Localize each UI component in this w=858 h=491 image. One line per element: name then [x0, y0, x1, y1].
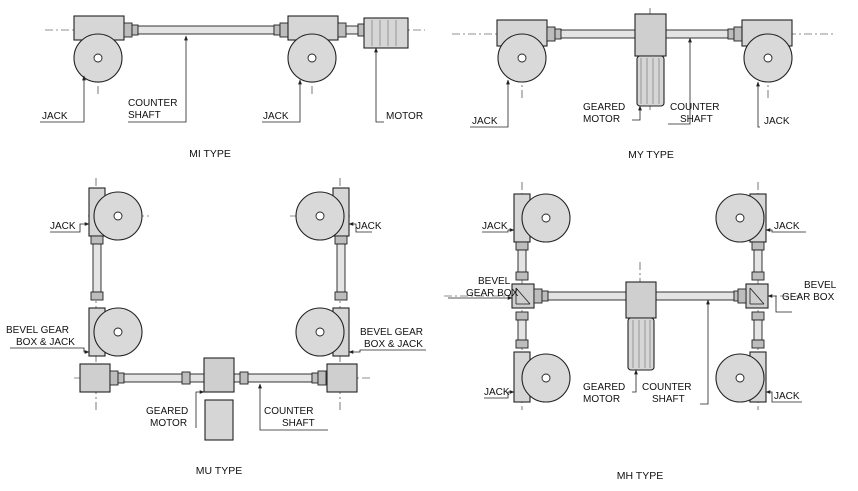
label-bevel-left-1: BEVEL — [478, 276, 511, 287]
jack-right — [287, 15, 339, 83]
label-jack-top-right: JACK — [774, 221, 800, 232]
label-counter-shaft-1: COUNTER — [128, 98, 177, 109]
jack-left — [496, 19, 548, 83]
caption-mh-type: MH TYPE — [617, 470, 663, 482]
label-geared-motor-2: MOTOR — [583, 394, 620, 405]
label-jack-bottom-left: JACK — [484, 387, 510, 398]
label-bevel-left-2: BOX & JACK — [16, 337, 75, 348]
label-jack-left: JACK — [50, 221, 76, 232]
caption-mu-type: MU TYPE — [196, 465, 242, 477]
jack-right — [741, 19, 793, 83]
label-jack-left: JACK — [42, 111, 68, 122]
label-counter-shaft-2: SHAFT — [128, 110, 161, 121]
label-geared-motor-2: MOTOR — [583, 114, 620, 125]
mi-type-diagram: JACK COUNTER SHAFT JACK MOTOR MI TYPE — [40, 15, 425, 160]
label-geared-motor-1: GEARED — [583, 102, 625, 113]
label-jack-right: JACK — [764, 116, 790, 127]
caption-my-type: MY TYPE — [628, 149, 674, 161]
my-type-diagram: JACK GEARED MOTOR COUNTER SHAFT JACK MY … — [452, 8, 835, 161]
label-bevel-right-2: BOX & JACK — [364, 339, 423, 350]
bevel-jack-left — [88, 307, 143, 357]
label-motor: MOTOR — [386, 111, 423, 122]
label-bevel-left-1: BEVEL GEAR — [6, 325, 69, 336]
label-counter-shaft-1: COUNTER — [670, 102, 719, 113]
label-counter-shaft-1: COUNTER — [264, 406, 313, 417]
label-geared-motor-2: MOTOR — [150, 418, 187, 429]
bevel-gear-box-left — [511, 283, 535, 309]
jack-top-right — [715, 193, 767, 243]
geared-motor — [625, 281, 657, 371]
label-counter-shaft-2: SHAFT — [680, 114, 713, 125]
geared-motor — [634, 13, 667, 107]
label-geared-motor-1: GEARED — [146, 406, 188, 417]
label-jack-top-left: JACK — [482, 221, 508, 232]
geared-motor — [203, 357, 235, 441]
label-bevel-left-2: GEAR BOX — [466, 288, 519, 299]
motor — [337, 17, 409, 49]
jack-top-left — [88, 187, 143, 241]
label-bevel-right-1: BEVEL — [804, 280, 837, 291]
label-bevel-right-2: GEAR BOX — [782, 292, 835, 303]
jack-left — [73, 15, 125, 83]
label-counter-shaft-1: COUNTER — [642, 382, 691, 393]
label-jack-left: JACK — [472, 116, 498, 127]
label-jack-bottom-right: JACK — [774, 391, 800, 402]
jack-top-right — [295, 187, 350, 241]
label-counter-shaft-2: SHAFT — [652, 394, 685, 405]
counter-shaft — [123, 22, 289, 38]
bevel-jack-right — [295, 307, 350, 357]
jack-bottom-right — [715, 351, 767, 403]
mh-type-diagram: JACK JACK BEVEL GEAR BOX BEVEL GEAR BOX … — [444, 182, 837, 482]
jack-top-left — [513, 193, 571, 243]
counter-shaft — [546, 26, 743, 42]
mu-type-diagram: JACK JACK BEVEL GEAR BOX & JACK BEVEL GE… — [6, 178, 426, 477]
label-geared-motor-1: GEARED — [583, 382, 625, 393]
label-counter-shaft-2: SHAFT — [282, 418, 315, 429]
label-jack-right: JACK — [356, 221, 382, 232]
label-bevel-right-1: BEVEL GEAR — [360, 327, 423, 338]
label-jack-right: JACK — [263, 111, 289, 122]
jack-bottom-left — [513, 351, 571, 403]
bevel-gear-box-right — [745, 283, 769, 309]
caption-mi-type: MI TYPE — [189, 148, 231, 160]
